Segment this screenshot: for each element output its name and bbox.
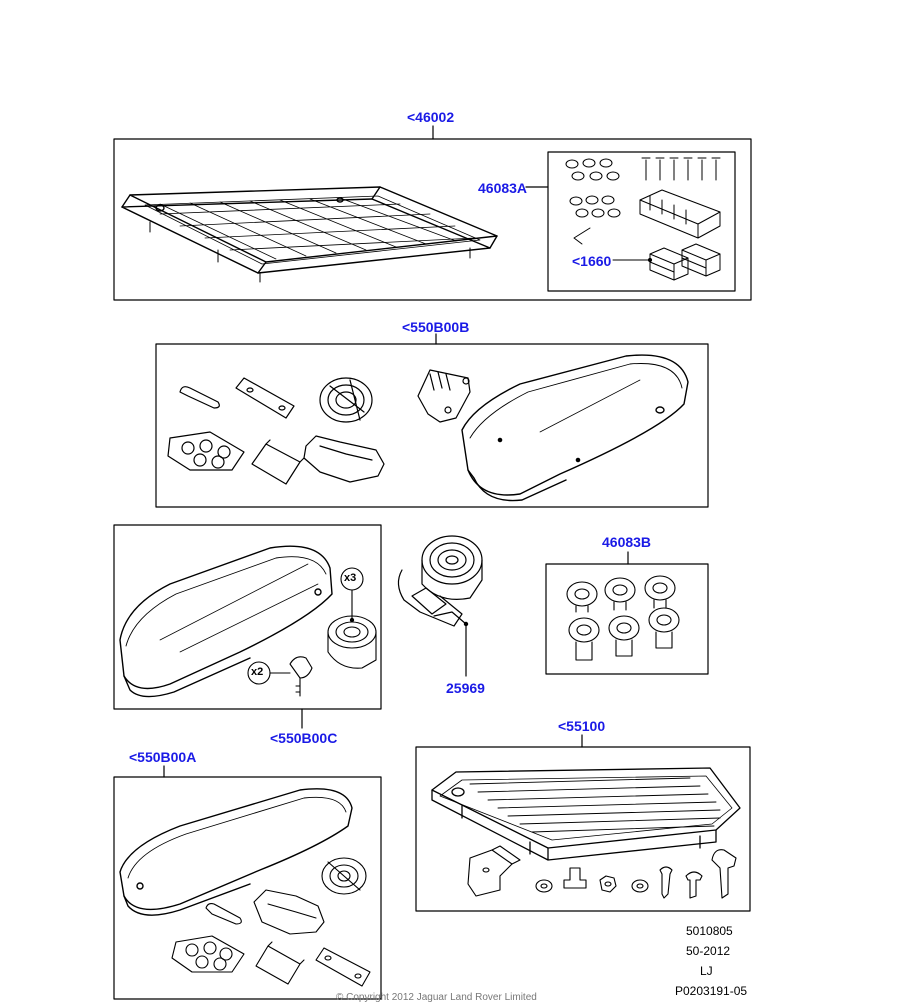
callout-suction-cups[interactable]: 46083B	[602, 534, 652, 550]
copyright-text: © Copyright 2012 Jaguar Land Rover Limit…	[336, 992, 537, 1003]
callout-fitting-kit[interactable]: 46083A	[478, 180, 528, 196]
strap-quantity-label: x3	[344, 572, 357, 584]
callout-strap[interactable]: 25969	[446, 680, 485, 696]
diagram-code-line-2: 50-2012	[686, 944, 731, 958]
roof-box-illustration-c	[119, 545, 333, 698]
strap-roll-illustration	[327, 567, 377, 669]
panel-roof-box-b	[155, 333, 709, 508]
roof-box-illustration-a	[119, 788, 353, 916]
callout-roof-box-a[interactable]: <550B00A	[129, 749, 197, 765]
diagram-code-line-1: 5010805	[686, 924, 733, 938]
diagram-code-line-3: LJ	[700, 964, 713, 978]
callout-roof-box-c[interactable]: <550B00C	[270, 730, 338, 746]
callout-platform[interactable]: <55100	[558, 718, 606, 734]
platform-rack-illustration	[431, 767, 741, 861]
roof-box-illustration-b	[461, 354, 689, 502]
roof-rack-illustration	[121, 186, 498, 283]
panel-roof-box-a	[113, 765, 382, 1000]
callout-pads[interactable]: <1660	[572, 253, 612, 269]
key-quantity-label: x2	[251, 666, 264, 678]
callout-roof-rack[interactable]: <46002	[407, 109, 455, 125]
panel-platform	[415, 734, 751, 912]
key-illustration	[247, 656, 313, 697]
panel-roof-rack	[113, 125, 752, 301]
panel-suction-cups	[545, 551, 709, 675]
diagram-code-line-4: P0203191-05	[675, 984, 748, 998]
callout-roof-box-b[interactable]: <550B00B	[402, 319, 470, 335]
ratchet-strap-illustration	[397, 535, 483, 677]
panel-roof-box-c	[113, 524, 382, 729]
fitting-kit-illustration	[565, 157, 721, 281]
